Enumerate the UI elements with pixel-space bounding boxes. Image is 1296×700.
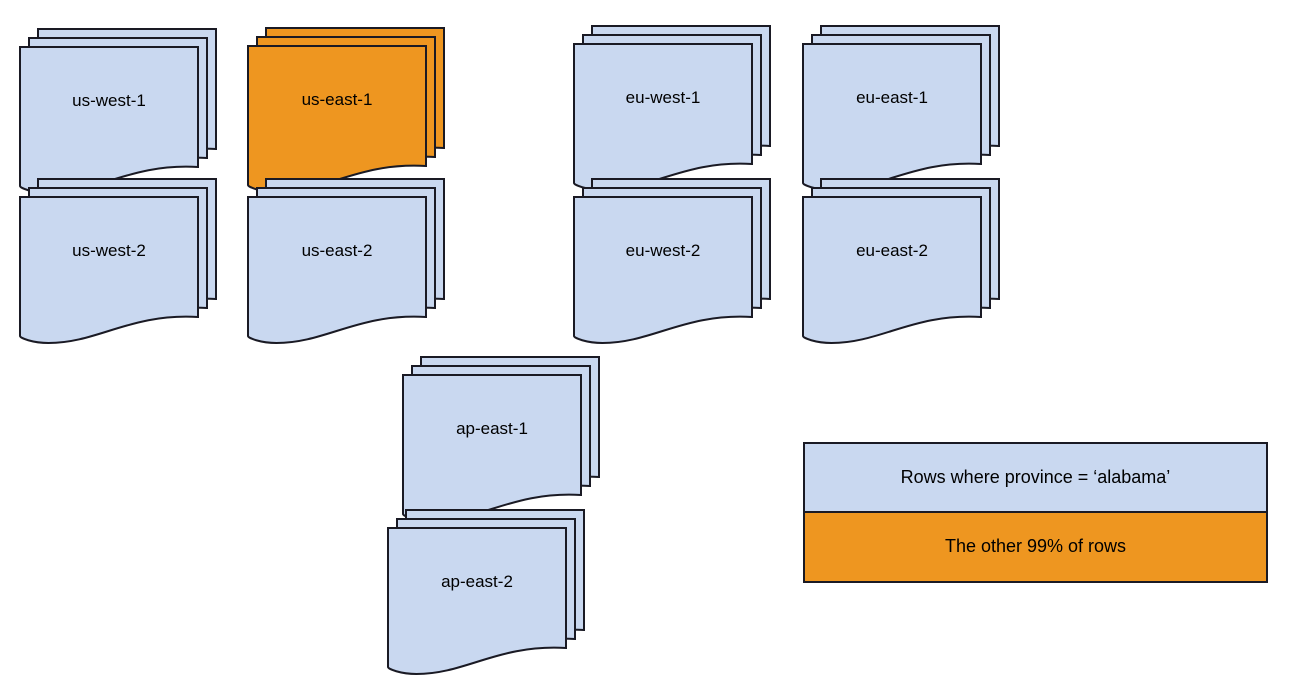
doc-stack-shape xyxy=(573,178,771,345)
doc-stack-eu-west-2[interactable]: eu-west-2 xyxy=(573,178,774,369)
legend-box: Rows where province = ‘alabama’ The othe… xyxy=(803,442,1268,583)
doc-stack-us-east-2[interactable]: us-east-2 xyxy=(247,178,448,369)
legend-label-blue: Rows where province = ‘alabama’ xyxy=(900,466,1171,487)
doc-sheet-front xyxy=(247,196,427,345)
doc-stack-shape xyxy=(19,178,217,345)
doc-stack-shape xyxy=(802,25,1000,192)
doc-stack-shape xyxy=(802,178,1000,345)
doc-sheet-front xyxy=(573,196,753,345)
doc-stack-shape xyxy=(19,28,217,195)
doc-sheet-front xyxy=(19,196,199,345)
doc-stack-us-east-1[interactable]: us-east-1 xyxy=(247,27,448,218)
doc-sheet-front xyxy=(19,46,199,195)
doc-stack-us-west-2[interactable]: us-west-2 xyxy=(19,178,220,369)
doc-sheet-front xyxy=(402,374,582,523)
doc-sheet-front xyxy=(387,527,567,676)
legend-row-orange: The other 99% of rows xyxy=(805,512,1266,581)
doc-stack-shape xyxy=(387,509,585,676)
doc-stack-shape xyxy=(402,356,600,523)
doc-stack-shape xyxy=(247,27,445,194)
legend-label-orange: The other 99% of rows xyxy=(944,536,1127,557)
doc-stack-eu-east-2[interactable]: eu-east-2 xyxy=(802,178,1003,369)
legend-row-blue: Rows where province = ‘alabama’ xyxy=(805,444,1266,513)
doc-sheet-front xyxy=(802,196,982,345)
doc-sheet-front xyxy=(802,43,982,192)
doc-stack-ap-east-2[interactable]: ap-east-2 xyxy=(387,509,588,700)
doc-sheet-front xyxy=(247,45,427,194)
doc-stack-ap-east-1[interactable]: ap-east-1 xyxy=(402,356,603,547)
doc-stack-eu-west-1[interactable]: eu-west-1 xyxy=(573,25,774,216)
doc-sheet-front xyxy=(573,43,753,192)
doc-stack-shape xyxy=(573,25,771,192)
doc-stack-us-west-1[interactable]: us-west-1 xyxy=(19,28,220,219)
doc-stack-shape xyxy=(247,178,445,345)
